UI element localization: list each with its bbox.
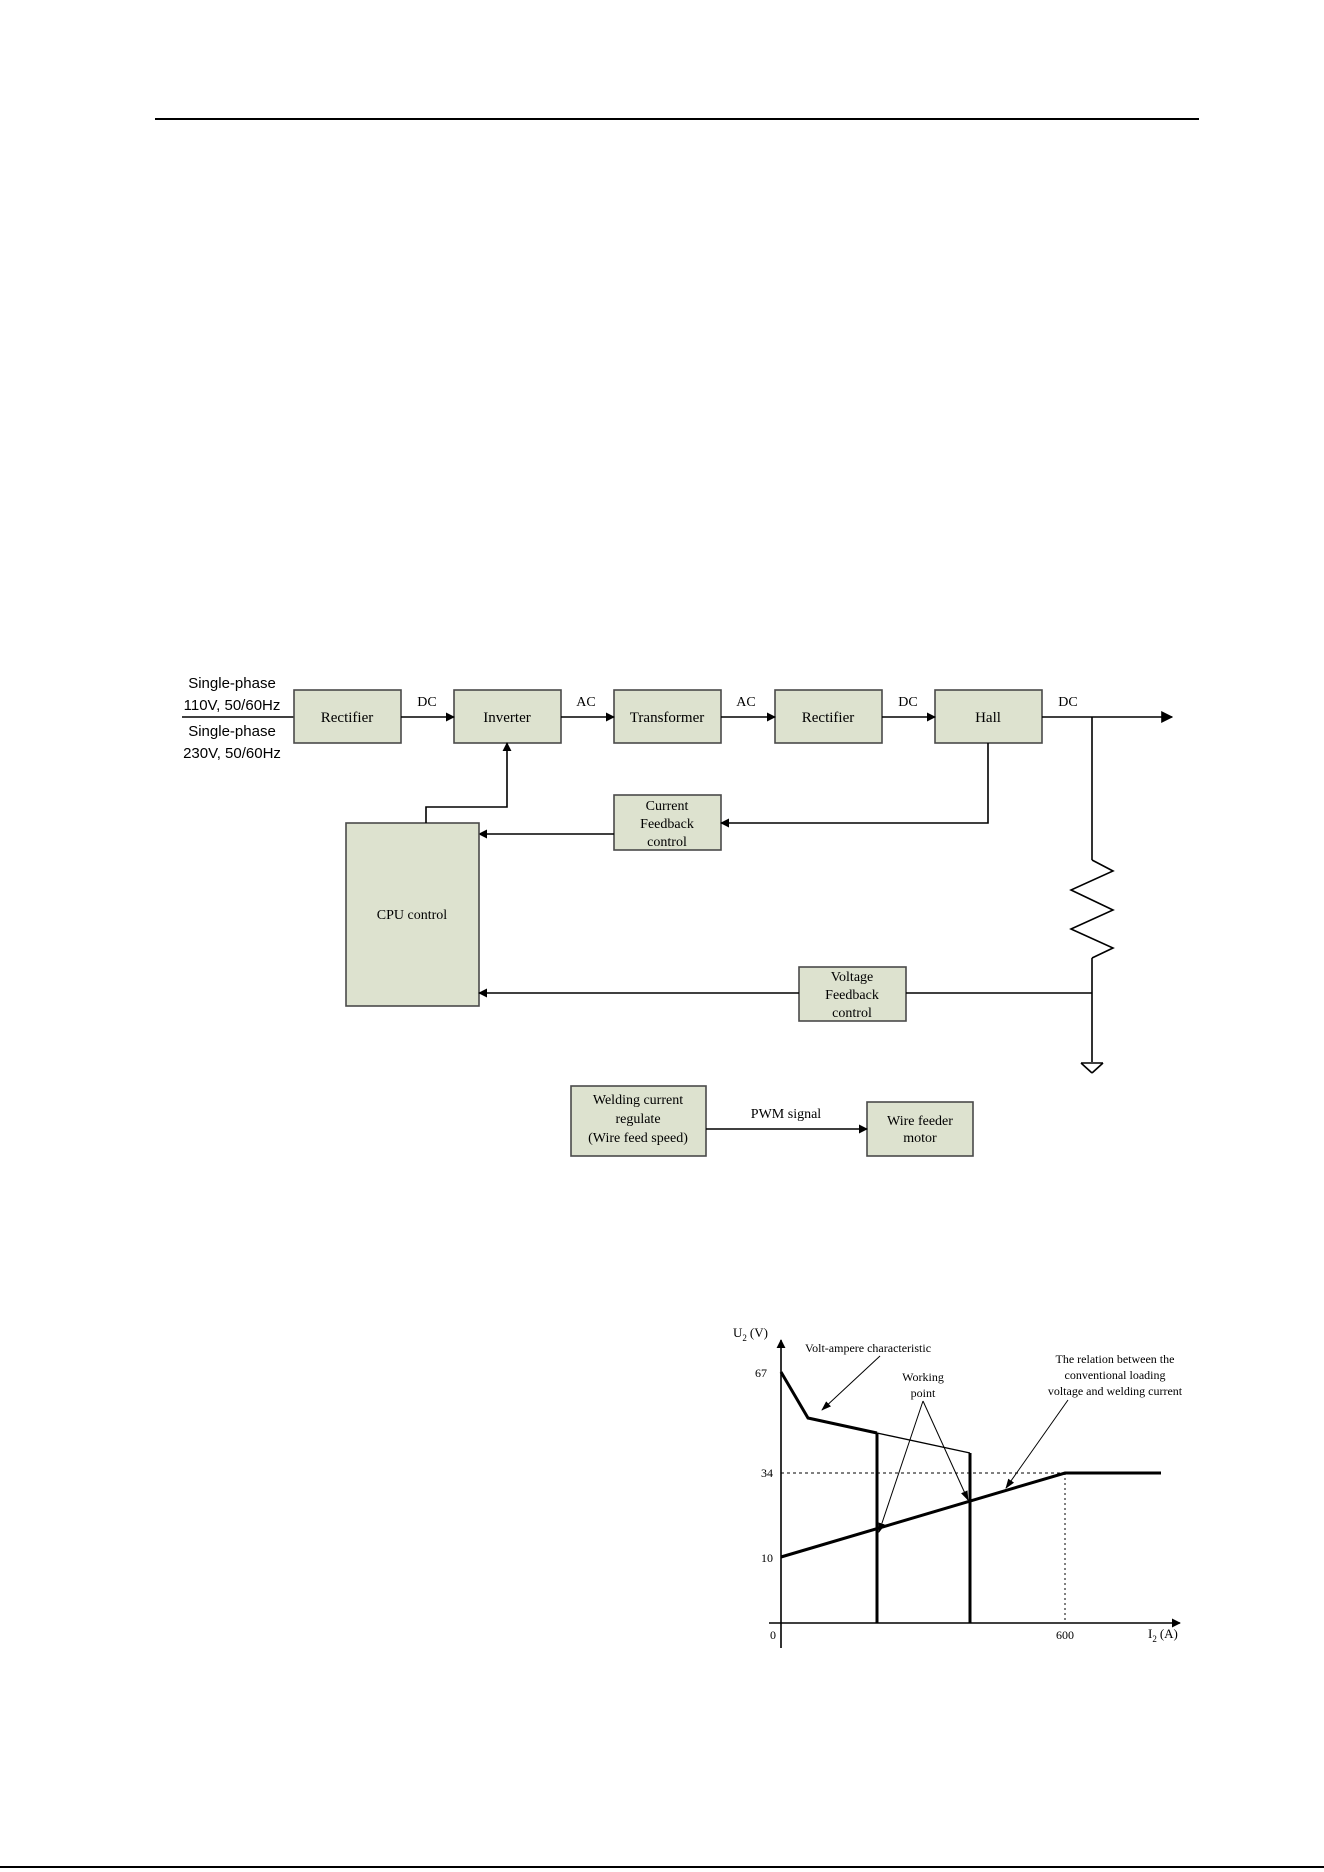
inverter-box	[453, 689, 562, 744]
input-label-1b: 110V, 50/60Hz	[184, 697, 281, 714]
annotation-relation-3: voltage and welding current	[1048, 1384, 1183, 1398]
block-diagram: Single-phase 110V, 50/60Hz Single-phase …	[182, 675, 1174, 1157]
rectifier-1-box	[293, 689, 402, 744]
current-feedback-line3: control	[647, 835, 687, 850]
label-dc-2: DC	[898, 695, 917, 710]
welding-regulate-line2: regulate	[615, 1112, 660, 1127]
voltage-feedback-line1: Voltage	[831, 970, 874, 985]
annotation-relation-2: conventional loading	[1065, 1368, 1166, 1382]
va-chart: U2(V) I2(A) 67 34 10 0 600 Volt-ampere c…	[733, 1325, 1183, 1648]
annotation-working-arrow-2	[922, 1400, 969, 1501]
voltage-feedback-line3: control	[832, 1006, 872, 1021]
rectifier-1-label: Rectifier	[321, 710, 373, 726]
annotation-relation-arrow	[1005, 1399, 1069, 1489]
voltage-feedback-line2: Feedback	[825, 988, 879, 1003]
header-rule	[155, 118, 1199, 120]
input-label-1a: Single-phase	[188, 675, 276, 692]
annotation-working-1: Working	[902, 1370, 944, 1384]
arrow-cpu-inverter	[425, 742, 512, 823]
y-tick-10: 10	[761, 1551, 773, 1565]
input-label-2a: Single-phase	[188, 723, 276, 740]
rectifier-2-label: Rectifier	[802, 710, 854, 726]
cpu-control-box	[345, 822, 480, 1007]
x-tick-0: 0	[770, 1628, 776, 1642]
label-dc-3: DC	[1058, 695, 1077, 710]
current-feedback-box	[613, 794, 722, 851]
label-ac-1: AC	[576, 695, 595, 710]
x-tick-600: 600	[1056, 1628, 1074, 1642]
footer-rule	[0, 1866, 1324, 1868]
wire-feeder-line1: Wire feeder	[887, 1114, 953, 1129]
y-tick-34: 34	[761, 1466, 773, 1480]
annotation-working-2: point	[911, 1386, 936, 1400]
transformer-label: Transformer	[630, 710, 704, 726]
inverter-label: Inverter	[483, 710, 530, 726]
load-line	[780, 1471, 1161, 1559]
current-feedback-line2: Feedback	[640, 817, 694, 832]
welding-regulate-box	[570, 1085, 707, 1157]
arrow-hall-feedback	[720, 743, 989, 828]
wire-feeder-line2: motor	[903, 1131, 937, 1146]
va-curve-lower	[876, 1432, 971, 1454]
voltage-feedback-box	[798, 966, 907, 1022]
x-axis-label: I2(A)	[1148, 1626, 1178, 1644]
ground-right	[1091, 1062, 1104, 1074]
cpu-control-label: CPU control	[377, 908, 448, 923]
label-dc-1: DC	[417, 695, 436, 710]
hall-label: Hall	[975, 710, 1001, 726]
current-feedback-line1: Current	[646, 799, 689, 814]
ground-left	[1080, 1062, 1093, 1074]
y-tick-67: 67	[755, 1366, 767, 1380]
load-resistor	[1069, 859, 1115, 959]
wire-feeder-box	[866, 1101, 974, 1157]
annotation-va: Volt-ampere characteristic	[805, 1341, 931, 1355]
va-curve-upper	[779, 1371, 878, 1435]
label-ac-2: AC	[736, 695, 755, 710]
welding-regulate-line3: (Wire feed speed)	[588, 1131, 688, 1146]
annotation-relation-1: The relation between the	[1056, 1352, 1175, 1366]
welding-regulate-line1: Welding current	[593, 1093, 683, 1108]
y-axis-label: U2(V)	[733, 1325, 768, 1343]
pwm-label: PWM signal	[751, 1107, 822, 1122]
annotation-working-arrow-1	[878, 1400, 924, 1533]
input-label-2b: 230V, 50/60Hz	[183, 745, 281, 762]
annotation-va-arrow	[821, 1355, 881, 1411]
